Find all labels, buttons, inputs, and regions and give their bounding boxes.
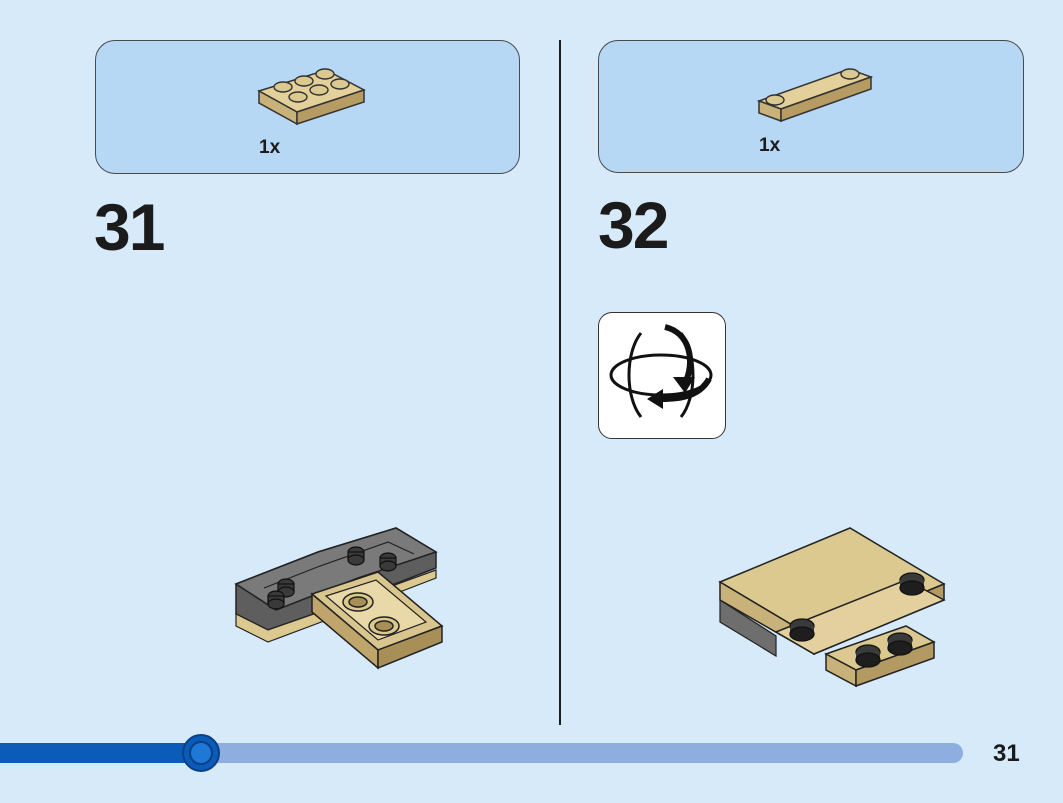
step-31-part-quantity: 1x: [259, 137, 281, 158]
progress-handle: [182, 734, 220, 772]
rotate-model-callout: [598, 312, 726, 439]
step-32-part-quantity: 1x: [759, 135, 781, 156]
progress-fill: [0, 743, 201, 763]
tan-1x4-tile-with-2-studs-icon: [756, 68, 874, 123]
step-32-number: 32: [598, 188, 669, 262]
tan-2x3-plate-icon: [257, 68, 366, 126]
step-31-model-illustration: [234, 527, 444, 670]
progress-track: [0, 743, 963, 763]
step-31-parts-box: 1x: [95, 40, 520, 174]
page-divider: [559, 40, 561, 725]
step-32-parts-box: 1x: [598, 40, 1024, 173]
page-number: 31: [993, 740, 1020, 767]
step-31-number: 31: [94, 190, 165, 264]
step-32-model-illustration: [718, 527, 946, 688]
rotate-model-icon: [609, 324, 713, 418]
